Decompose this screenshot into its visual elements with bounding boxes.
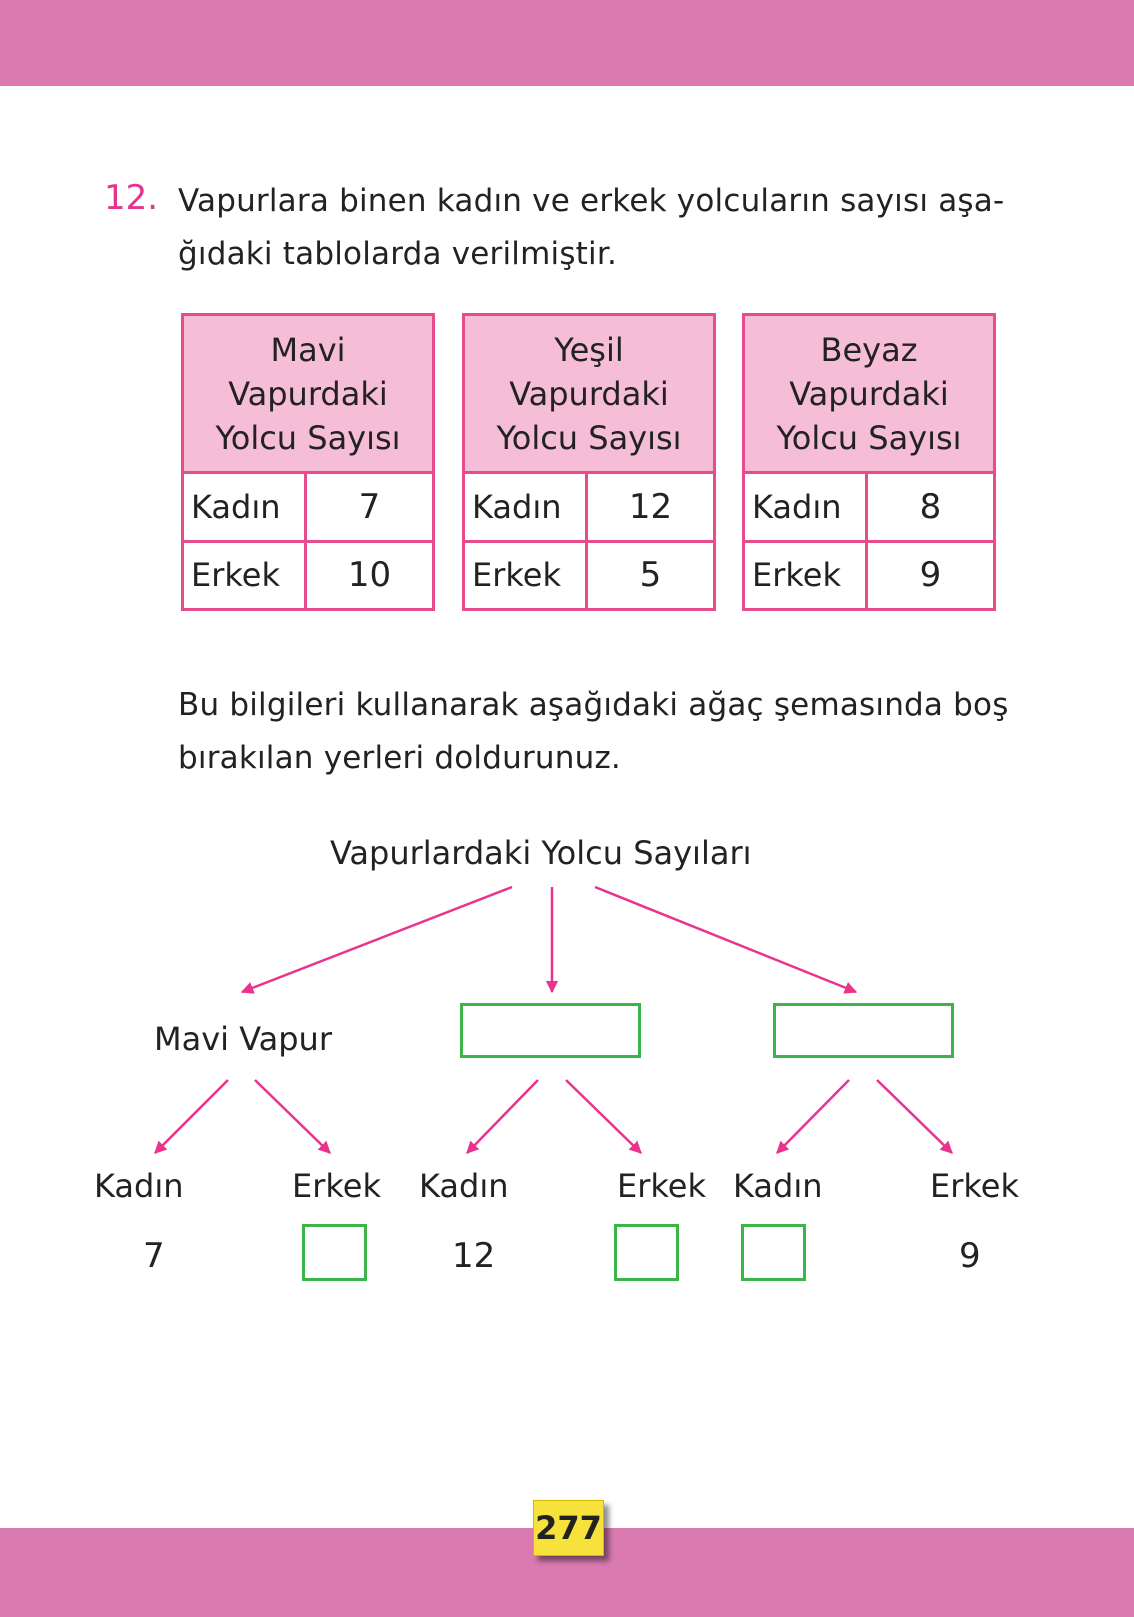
answer-box-branch-3[interactable] [773,1003,954,1058]
table-beyaz: Beyaz Vapurdaki Yolcu Sayısı Kadın 8 Erk… [742,312,996,612]
row-label: Erkek [462,539,588,612]
table-row: Erkek 9 [742,539,996,612]
table-title-line: Vapurdaki [789,374,949,413]
row-value: 9 [865,539,996,612]
row-label: Erkek [742,539,868,612]
arrow-right-left [776,1079,850,1154]
question-line-2: ğıdaki tablolarda verilmiştir. [178,236,618,272]
table-row: Kadın 7 [181,471,435,543]
row-label: Kadın [742,471,868,543]
answer-box-leaf-5[interactable] [741,1224,806,1281]
table-title-line: Yolcu Sayısı [496,418,682,457]
tree-root-label: Vapurlardaki Yolcu Sayıları [330,834,752,872]
question-line-1: Vapurlara binen kadın ve erkek yolcuları… [178,183,1005,219]
question-text: Vapurlara binen kadın ve erkek yolcuları… [178,175,1016,281]
row-value: 5 [585,539,716,612]
table-row: Erkek 10 [181,539,435,612]
answer-box-branch-2[interactable] [460,1003,641,1058]
arrow-root-right [594,885,858,994]
table-mavi: Mavi Vapurdaki Yolcu Sayısı Kadın 7 Erke… [181,312,435,612]
leaf-label: Kadın [419,1167,509,1205]
top-band [0,0,1134,86]
instruction-text: Bu bilgileri kullanarak aşağıdaki ağaç ş… [178,679,1016,785]
arrow-root-left [240,885,513,994]
leaf-label: Kadın [733,1167,823,1205]
table-row: Erkek 5 [462,539,716,612]
table-row: Kadın 12 [462,471,716,543]
row-value: 8 [865,471,996,543]
table-title-line: Vapurdaki [509,374,669,413]
table-header: Beyaz Vapurdaki Yolcu Sayısı [742,312,996,475]
row-label: Kadın [181,471,307,543]
question-number: 12. [104,178,159,218]
arrow-mavi-right [254,1079,331,1154]
arrow-mid-right [565,1079,642,1154]
row-value: 7 [304,471,435,543]
table-header: Yeşil Vapurdaki Yolcu Sayısı [462,312,716,475]
table-title-line: Mavi [270,330,346,369]
table-title-line: Yolcu Sayısı [776,418,962,457]
row-label: Kadın [462,471,588,543]
tree-branch-mavi: Mavi Vapur [154,1020,332,1058]
row-value: 10 [304,539,435,612]
table-title-line: Vapurdaki [228,374,388,413]
table-yesil: Yeşil Vapurdaki Yolcu Sayısı Kadın 12 Er… [462,312,716,612]
table-title-line: Yeşil [554,330,624,369]
leaf-label: Erkek [930,1167,1019,1205]
leaf-value: 12 [452,1236,496,1276]
answer-box-leaf-4[interactable] [614,1224,679,1281]
leaf-label: Erkek [617,1167,706,1205]
row-label: Erkek [181,539,307,612]
leaf-label: Erkek [292,1167,381,1205]
leaf-value: 7 [143,1236,165,1276]
arrow-mid-left [466,1079,539,1154]
arrow-right-right [876,1079,953,1154]
row-value: 12 [585,471,716,543]
arrow-mavi-left [154,1079,229,1154]
answer-box-leaf-2[interactable] [302,1224,367,1281]
page-number: 277 [533,1500,604,1556]
table-row: Kadın 8 [742,471,996,543]
instruction-line-1: Bu bilgileri kullanarak aşağıdaki ağaç ş… [178,687,1009,723]
table-title-line: Yolcu Sayısı [215,418,401,457]
table-header: Mavi Vapurdaki Yolcu Sayısı [181,312,435,475]
leaf-value: 9 [959,1236,981,1276]
table-title-line: Beyaz [820,330,918,369]
leaf-label: Kadın [94,1167,184,1205]
instruction-line-2: bırakılan yerleri doldurunuz. [178,740,621,776]
